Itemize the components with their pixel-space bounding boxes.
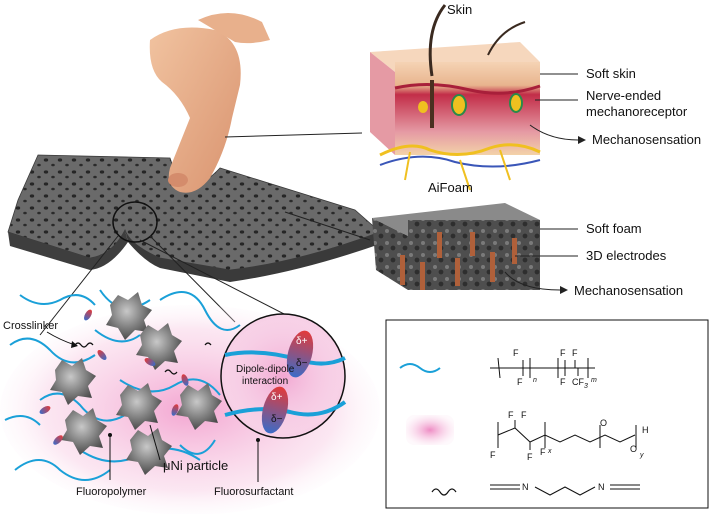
skin-section-icon [370,4,541,191]
chem-f-10: F [540,447,546,457]
ni-particle-icon [50,292,222,475]
label-nerve-1: Nerve-ended [586,88,662,103]
chem-h: H [642,425,649,435]
label-nerve-2: mechanoreceptor [586,104,688,119]
label-dipole-2: interaction [242,376,289,387]
chem-y: y [639,452,644,459]
chem-f-5: F [560,377,566,387]
magnifier-circle-icon [112,201,158,243]
label-fluoropolymer: Fluoropolymer [76,486,147,498]
chem-f-1: F [513,348,519,358]
label-particle: μNi particle [163,458,229,473]
chem-cf3: CF [572,377,584,387]
chem-x: x [547,448,552,455]
chem-f-9: F [527,452,533,462]
label-fluorosurfactant: Fluorosurfactant [214,486,294,498]
chem-n: n [533,377,537,384]
chem-f-3: F [560,348,566,358]
label-delta-plus-2: δ+ [271,392,283,403]
label-crosslinker: Crosslinker [3,320,59,332]
label-skin: Skin [447,2,473,17]
label-mechano-top: Mechanosensation [592,132,702,147]
label-aifoam: AiFoam [428,180,473,195]
chem-n-2: N [598,482,605,492]
label-mechano-bottom: Mechanosensation [574,283,684,298]
chem-n-1: N [522,482,529,492]
label-delta-plus-1: δ+ [296,336,308,347]
label-electrodes: 3D electrodes [586,248,667,263]
chem-f-8: F [490,450,496,460]
chem-cf3-sub: 3 [584,383,588,390]
chem-o-2: O [630,444,637,454]
chem-f-7: F [521,410,527,420]
hand-icon [149,12,270,193]
label-soft-skin: Soft skin [586,66,636,81]
label-dipole-1: Dipole-dipole [236,364,295,375]
label-delta-minus-2: δ− [271,414,283,425]
chem-o-1: O [600,418,607,428]
chem-f-6: F [508,410,514,420]
chem-f-4: F [572,348,578,358]
chem-f-2: F [517,377,523,387]
legend-box [385,319,709,509]
chem-m: m [591,377,597,384]
label-soft-foam: Soft foam [586,221,642,236]
label-delta-minus-1: δ− [296,358,308,369]
foam-block-icon [372,203,540,290]
